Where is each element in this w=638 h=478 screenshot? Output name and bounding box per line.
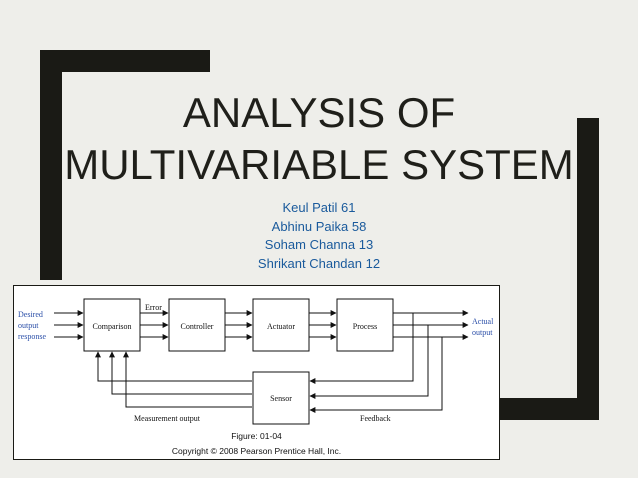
frame-top-bar [40, 50, 210, 72]
slide-title-line-1: ANALYSIS OF [182, 89, 456, 136]
input-label-line-1: Desired [18, 310, 43, 319]
frame-right-bar [577, 118, 599, 420]
author-1: Keul Patil 61 [282, 200, 356, 215]
author-2: Abhinu Paika 58 [271, 218, 367, 234]
frame-bottom-bar [470, 398, 599, 420]
block-diagram-figure: Desired output response Actual output Co… [13, 285, 500, 460]
block-diagram: Desired output response Actual output Co… [18, 298, 494, 425]
controller-block [168, 298, 226, 352]
figure-copyright: Copyright © 2008 Pearson Prentice Hall, … [171, 446, 342, 456]
figure-caption: Figure: 01-04 [231, 431, 282, 441]
sensor-block [252, 371, 310, 425]
diagram-arrows [54, 310, 469, 413]
feedback-label: Feedback [360, 414, 391, 423]
author-list: Keul Patil 61 Abhinu Paika 58 Soham Chan… [219, 199, 419, 273]
actuator-label: Actuator [267, 322, 295, 331]
input-label-line-3: response [18, 332, 46, 341]
error-label: Error [145, 303, 162, 312]
output-label-line-1: Actual [472, 317, 494, 326]
frame-left-bar [40, 50, 62, 280]
actuator-block [252, 298, 310, 352]
process-label: Process [353, 322, 377, 331]
output-label-line-2: output [472, 328, 493, 337]
slide-title-line-2: MULTIVARIABLE SYSTEM [64, 141, 574, 188]
author-4: Shrikant Chandan 12 [257, 255, 381, 271]
comparison-label: Comparison [92, 322, 131, 331]
measurement-label: Measurement output [134, 414, 201, 423]
input-label-line-2: output [18, 321, 39, 330]
author-3: Soham Channa 13 [264, 237, 374, 252]
controller-label: Controller [181, 322, 214, 331]
process-block [336, 298, 394, 352]
sensor-label: Sensor [270, 394, 292, 403]
